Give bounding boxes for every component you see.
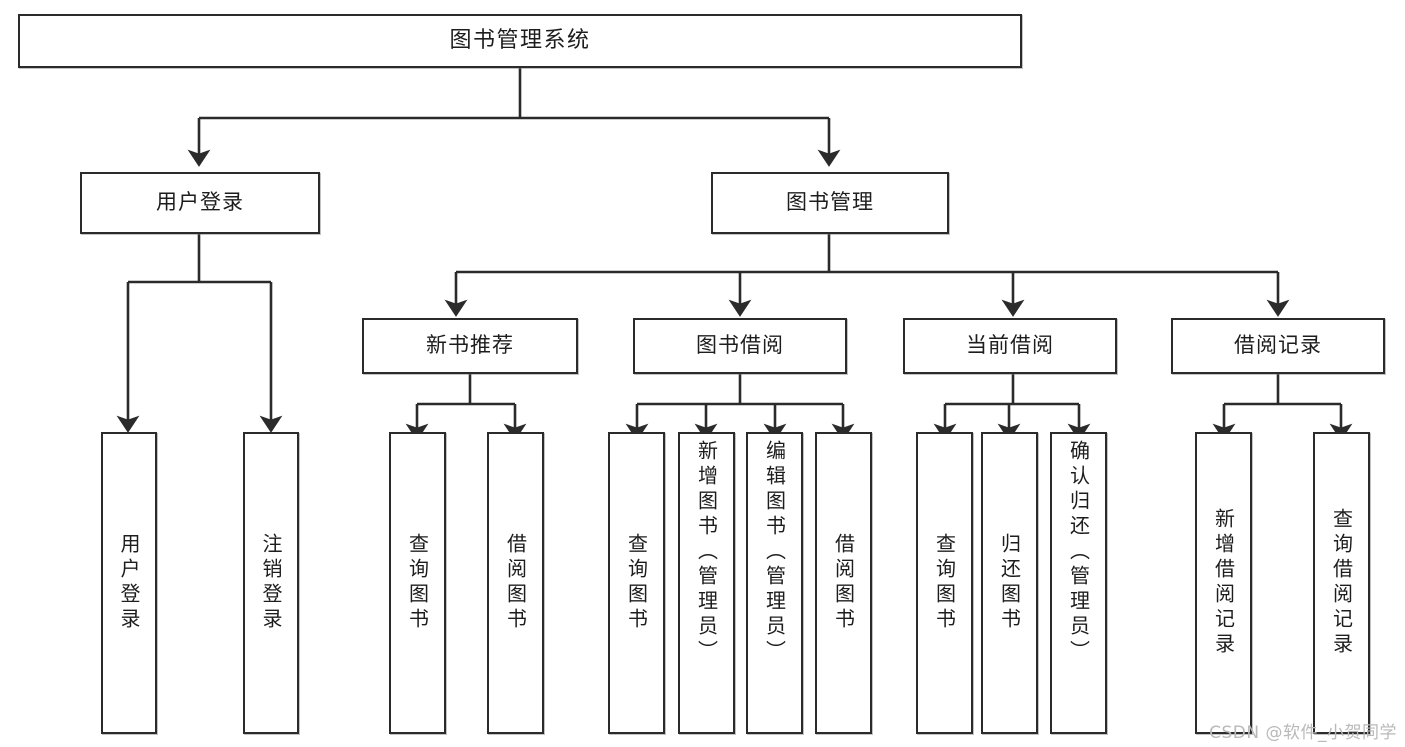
- leaf-current-return-label: 归还图书: [997, 533, 1022, 633]
- node-new-book-recommend[interactable]: 新书推荐: [362, 318, 578, 374]
- leaf-user-logout-label: 注销登录: [259, 533, 283, 633]
- node-borrow-record-label: 借阅记录: [1234, 333, 1322, 358]
- leaf-borrow-edit-label: 编辑图书（管理员）: [762, 440, 787, 665]
- leaf-newbook-query[interactable]: 查询图书: [389, 432, 446, 734]
- leaf-current-confirm-return-label: 确认归还（管理员）: [1066, 440, 1091, 665]
- node-user-login[interactable]: 用户登录: [80, 172, 320, 234]
- node-new-book-recommend-label: 新书推荐: [426, 333, 514, 358]
- leaf-borrow-edit[interactable]: 编辑图书（管理员）: [746, 432, 803, 734]
- leaf-borrow-lend[interactable]: 借阅图书: [815, 432, 872, 734]
- leaf-newbook-borrow-label: 借阅图书: [503, 533, 528, 633]
- leaf-record-add-label: 新增借阅记录: [1211, 508, 1236, 658]
- node-root[interactable]: 图书管理系统: [18, 14, 1022, 68]
- node-book-management-label: 图书管理: [786, 190, 874, 215]
- node-current-borrow[interactable]: 当前借阅: [903, 318, 1117, 374]
- node-borrow-record[interactable]: 借阅记录: [1171, 318, 1385, 374]
- leaf-user-login-label: 用户登录: [117, 533, 141, 633]
- leaf-borrow-query-label: 查询图书: [624, 533, 649, 633]
- watermark-text: CSDN @软件_小贺同学: [1209, 723, 1397, 743]
- leaf-current-confirm-return[interactable]: 确认归还（管理员）: [1050, 432, 1107, 734]
- node-root-label: 图书管理系统: [449, 27, 591, 53]
- node-user-login-label: 用户登录: [156, 190, 244, 215]
- leaf-borrow-lend-label: 借阅图书: [831, 533, 856, 633]
- leaf-record-add[interactable]: 新增借阅记录: [1195, 432, 1252, 734]
- leaf-borrow-add-label: 新增图书（管理员）: [694, 440, 719, 665]
- leaf-newbook-borrow[interactable]: 借阅图书: [487, 432, 544, 734]
- leaf-user-logout[interactable]: 注销登录: [243, 432, 299, 734]
- leaf-record-query-label: 查询借阅记录: [1329, 508, 1354, 658]
- leaf-current-return[interactable]: 归还图书: [981, 432, 1038, 734]
- leaf-borrow-add[interactable]: 新增图书（管理员）: [678, 432, 735, 734]
- leaf-borrow-query[interactable]: 查询图书: [608, 432, 665, 734]
- leaf-current-query[interactable]: 查询图书: [916, 432, 973, 734]
- node-book-borrow-label: 图书借阅: [696, 333, 784, 358]
- leaf-user-login[interactable]: 用户登录: [101, 432, 157, 734]
- leaf-record-query[interactable]: 查询借阅记录: [1313, 432, 1370, 734]
- node-book-management[interactable]: 图书管理: [711, 172, 949, 234]
- node-current-borrow-label: 当前借阅: [966, 333, 1054, 358]
- leaf-current-query-label: 查询图书: [932, 533, 957, 633]
- node-book-borrow[interactable]: 图书借阅: [633, 318, 847, 374]
- leaf-newbook-query-label: 查询图书: [405, 533, 430, 633]
